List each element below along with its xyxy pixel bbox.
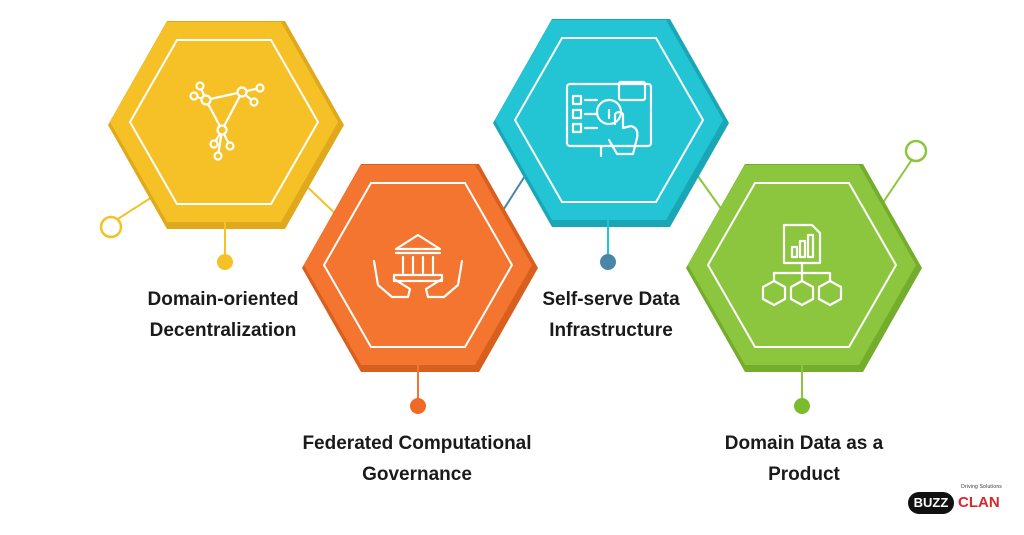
hexagon-inner-outline	[706, 182, 898, 348]
icon-node	[225, 141, 235, 151]
label-line: Decentralization	[149, 320, 297, 341]
icon-node	[255, 83, 265, 93]
icon-node	[236, 86, 248, 98]
label-line: Infrastructure	[549, 320, 673, 341]
icon-cube	[761, 279, 787, 307]
icon-bar	[806, 233, 815, 259]
hexagon-federated	[302, 164, 538, 372]
label-self-serve-data-infrastructure: Self-serve Data Infrastructure	[507, 284, 715, 346]
network-graph-icon	[189, 81, 265, 161]
icon-hand	[607, 110, 639, 156]
icon-node	[195, 81, 205, 91]
logo-word-clan: CLAN	[958, 494, 1000, 511]
icon-roof	[394, 233, 442, 251]
label-line: Domain-oriented	[147, 289, 299, 310]
hexagon-domain-oriented	[108, 21, 344, 229]
hexagon-self-serve	[493, 19, 729, 227]
hexagon-inner-outline	[322, 182, 514, 348]
hexagon-outer	[495, 20, 723, 220]
label-line: Self-serve Data	[542, 289, 680, 310]
icon-node	[200, 94, 212, 106]
hexagon-group	[108, 19, 922, 372]
logo-word-buzz: BUZZ	[908, 492, 954, 514]
touch-screen-info-icon	[565, 80, 653, 158]
ring-node	[904, 139, 928, 163]
icon-checkbox	[571, 94, 583, 106]
label-federated-computational-governance: Federated Computational Governance	[278, 428, 556, 490]
icon-right-hand	[424, 259, 464, 299]
icon-cube	[789, 279, 815, 307]
hexagon-data-product	[686, 164, 922, 372]
icon-monitor	[565, 82, 653, 148]
icon-document	[782, 223, 822, 265]
icon-node	[209, 139, 219, 149]
icon-edge	[204, 98, 224, 132]
stem-dot	[410, 398, 426, 414]
icon-speech-box	[617, 80, 647, 102]
stem-dot	[217, 254, 233, 270]
icon-bar	[798, 239, 807, 259]
icon-bar	[790, 245, 799, 259]
stem-dot	[600, 254, 616, 270]
hexagon-inner-outline	[513, 37, 705, 203]
hexagon-outer	[110, 22, 338, 222]
buzzclan-logo: Driving Solutions BUZZ CLAN	[908, 484, 1002, 520]
icon-node	[249, 97, 259, 107]
hexagon-outer	[304, 165, 532, 365]
label-domain-oriented-decentralization: Domain-oriented Decentralization	[115, 284, 331, 346]
icon-checkbox	[571, 122, 583, 134]
icon-node	[216, 124, 228, 136]
icon-edge	[220, 90, 244, 132]
stem-group	[217, 215, 810, 414]
data-product-boxes-icon	[761, 223, 843, 307]
icon-node	[213, 151, 223, 161]
label-line: Domain Data as a	[724, 433, 884, 454]
hexagon-inner-outline	[128, 39, 320, 205]
label-line: Federated Computational	[302, 433, 532, 454]
label-line: Governance	[362, 464, 472, 485]
label-line: Product	[768, 464, 840, 485]
logo-tagline: Driving Solutions	[961, 484, 1002, 490]
bank-in-hands-icon	[372, 233, 464, 299]
ring-node	[99, 215, 123, 239]
icon-edge	[204, 90, 244, 102]
label-domain-data-as-a-product: Domain Data as a Product	[694, 428, 914, 490]
icon-cube	[817, 279, 843, 307]
connector-line	[879, 157, 914, 208]
stem-dot	[794, 398, 810, 414]
icon-checkbox	[571, 108, 583, 120]
icon-node	[189, 91, 199, 101]
icon-left-hand	[372, 259, 412, 299]
